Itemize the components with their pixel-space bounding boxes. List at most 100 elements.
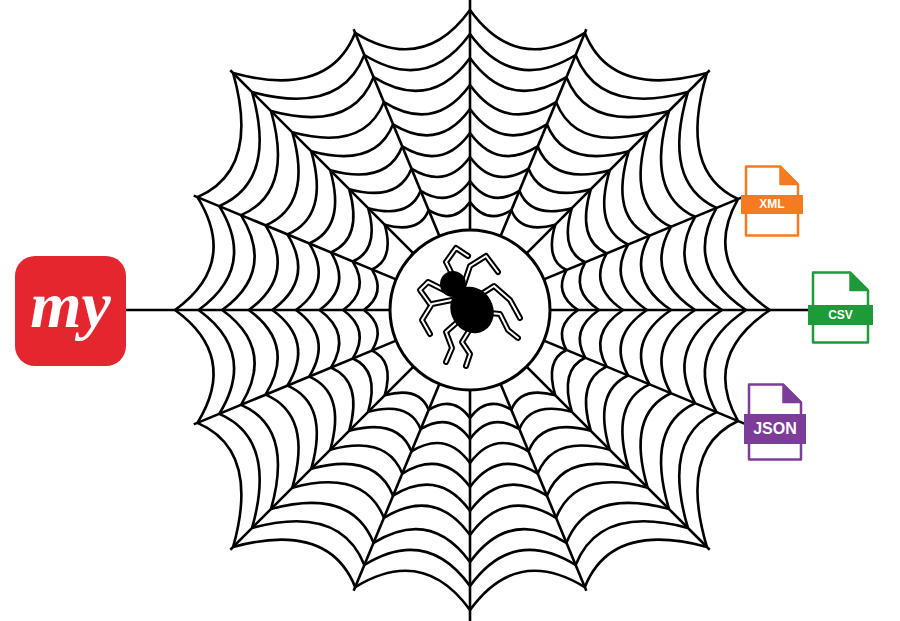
file-type-label: JSON	[744, 414, 806, 444]
web-ring-thread	[470, 404, 511, 418]
file-type-label: XML	[741, 195, 803, 214]
web-ring-thread	[585, 540, 707, 587]
web-ring-thread	[470, 464, 538, 487]
file-icon: JSON	[744, 383, 806, 461]
spider-icon	[420, 248, 520, 366]
web-ring-thread	[641, 310, 671, 384]
file-outline	[808, 271, 873, 344]
web-ring-thread	[402, 464, 470, 487]
web-ring-thread	[470, 181, 519, 198]
web-ring-thread	[402, 133, 470, 156]
web-ring-thread	[661, 111, 695, 217]
file-type-label: CSV	[808, 305, 873, 325]
web-ring-thread	[175, 310, 214, 423]
web-ring-thread	[266, 395, 299, 488]
web-ring-thread	[622, 384, 649, 468]
web-ring-thread	[697, 421, 737, 547]
app-logo: my	[15, 256, 126, 366]
web-ring-thread	[470, 571, 585, 610]
web-ring-thread	[233, 540, 355, 587]
web-ring-thread	[470, 443, 529, 463]
web-ring-thread	[421, 422, 470, 439]
web-ring-thread	[199, 310, 234, 414]
web-ring-thread	[511, 393, 555, 410]
web-ring-thread	[552, 225, 567, 270]
web-ring-thread	[556, 102, 648, 138]
web-spoke	[194, 341, 396, 425]
web-ring-thread	[374, 529, 470, 562]
web-ring-thread	[311, 464, 393, 496]
web-ring-thread	[552, 350, 567, 395]
web-ring-thread	[330, 446, 402, 474]
web-ring-thread	[600, 253, 623, 310]
web-ring-thread	[470, 58, 566, 91]
web-spoke	[194, 196, 396, 280]
logo-text: my	[30, 272, 111, 338]
web-spoke	[544, 196, 744, 279]
web-ring-thread	[568, 358, 585, 412]
web-spoke	[501, 384, 587, 591]
web-ring-thread	[222, 310, 254, 405]
web-ring-thread	[330, 146, 402, 174]
web-ring-thread	[292, 102, 384, 138]
web-spoke	[126, 309, 390, 312]
web-ring-thread	[568, 208, 585, 262]
web-ring-thread	[411, 157, 470, 177]
web-ring-thread	[349, 427, 411, 451]
web-ring-thread	[385, 210, 429, 227]
web-ring-thread	[661, 403, 695, 509]
web-ring-thread	[470, 133, 538, 156]
web-ring-thread	[585, 33, 707, 80]
web-ring-thread	[364, 269, 378, 310]
web-ring-thread	[547, 124, 629, 156]
web-ring-thread	[421, 181, 470, 198]
web-ring-thread	[372, 351, 388, 396]
web-ring-thread	[287, 151, 316, 234]
web-ring-thread	[538, 146, 610, 174]
web-ring-thread	[411, 443, 470, 463]
web-ring-thread	[385, 393, 429, 410]
file-icon: CSV	[808, 271, 873, 344]
web-ring-thread	[364, 550, 470, 586]
web-ring-thread	[320, 252, 340, 310]
web-ring-thread	[641, 132, 671, 226]
web-ring-thread	[661, 227, 695, 310]
web-ring-thread	[622, 151, 649, 235]
web-ring-thread	[353, 359, 372, 412]
web-ring-thread	[287, 386, 316, 469]
web-ring-thread	[349, 169, 411, 193]
web-ring-thread	[470, 202, 511, 216]
web-ring-thread	[296, 243, 319, 310]
web-ring-thread	[343, 310, 360, 359]
web-ring-thread	[296, 310, 319, 377]
web-ring-thread	[547, 464, 629, 496]
web-ring-thread	[429, 202, 470, 216]
web-ring-thread	[580, 262, 599, 310]
web-ring-thread	[355, 571, 470, 610]
web-ring-thread	[556, 482, 648, 518]
web-ring-thread	[266, 132, 299, 225]
web-ring-thread	[222, 215, 254, 310]
web-ring-thread	[684, 310, 722, 403]
web-ring-thread	[580, 310, 599, 358]
web-ring-thread	[292, 482, 384, 518]
web-ring-thread	[600, 310, 623, 367]
web-ring-thread	[538, 446, 610, 474]
web-ring-thread	[705, 208, 746, 310]
web-ring-thread	[641, 393, 671, 487]
web-ring-thread	[470, 529, 566, 562]
web-ring-thread	[199, 206, 234, 310]
web-ring-thread	[197, 73, 241, 197]
web-threads	[126, 0, 808, 621]
web-center-circle	[390, 230, 550, 390]
web-ring-thread	[705, 310, 746, 412]
web-ring-thread	[429, 404, 470, 418]
web-ring-thread	[470, 550, 576, 586]
web-ring-thread	[311, 124, 393, 156]
web-ring-thread	[470, 10, 585, 49]
web-ring-thread	[320, 310, 340, 368]
web-ring-thread	[353, 208, 372, 261]
web-ring-thread	[661, 310, 695, 393]
web-ring-thread	[470, 34, 576, 70]
